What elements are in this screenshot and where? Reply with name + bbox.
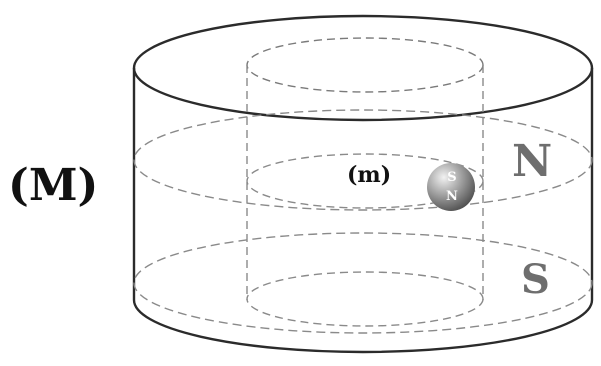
magnet-ball-sphere: [427, 163, 475, 211]
inner-cylinder-top-rim: [246, 37, 484, 93]
magnet-ball-top-pole: S: [447, 170, 456, 185]
inner-cylinder: [246, 37, 484, 327]
magnet-ball: S N: [427, 163, 475, 211]
outer-slices: [133, 109, 593, 334]
outer-cylinder: [132, 14, 594, 354]
upper-slice-ellipse: [133, 109, 593, 211]
outer-cylinder-label: (M): [8, 160, 98, 211]
inner-middle-ellipse: [246, 153, 484, 209]
outer-cylinder-top-rim: [132, 14, 594, 122]
inner-cylinder-label: (m): [347, 162, 391, 188]
outer-cylinder-bottom-rim: [132, 299, 594, 354]
inner-bottom-ellipse: [246, 271, 484, 327]
magnet-ball-bottom-pole: N: [446, 189, 458, 204]
lower-slice-ellipse: [133, 232, 593, 334]
south-pole-label: S: [521, 256, 550, 303]
north-pole-label: N: [512, 136, 552, 187]
